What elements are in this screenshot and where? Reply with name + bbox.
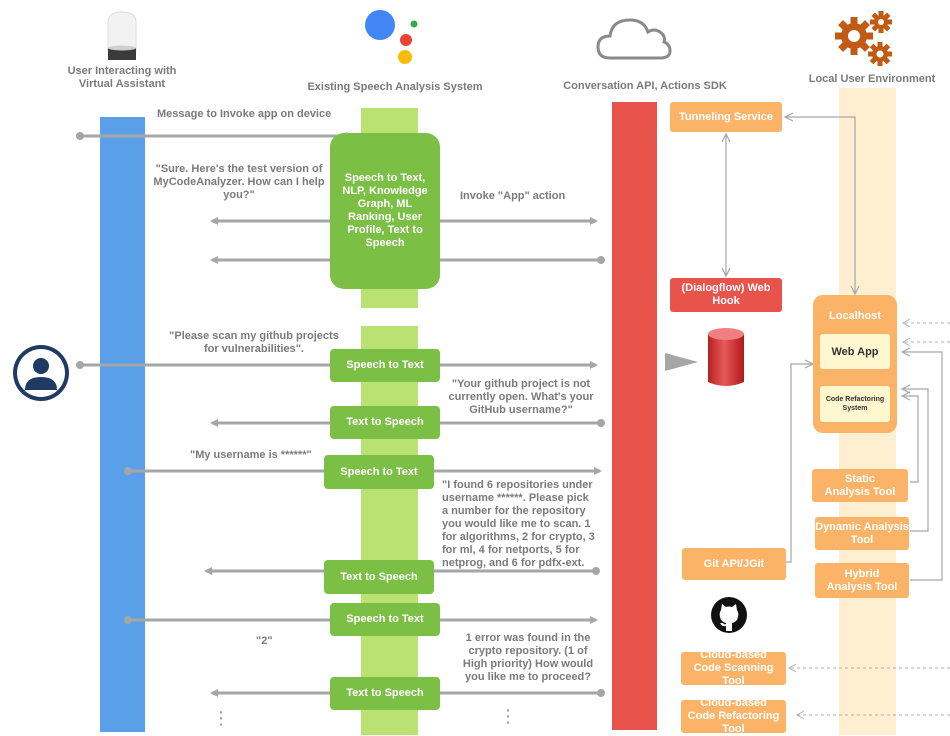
message-choice-answer: "2" <box>256 635 273 647</box>
continuation-dots-left: ⋮ <box>212 708 230 729</box>
message-username-question: "Your github project is not currently op… <box>448 378 594 416</box>
message-repos-question: "I found 6 repositories under username *… <box>442 479 595 569</box>
webhook-box: (Dialogflow) Web Hook <box>670 278 782 312</box>
assistant-dots-icon <box>365 10 418 64</box>
message-sure-response: "Sure. Here's the test version of MyCode… <box>153 163 325 201</box>
message-invoke-action: Invoke "App" action <box>460 190 566 202</box>
tunneling-service-box: Tunneling Service <box>670 102 782 132</box>
header-local-environment: Local User Environment <box>808 73 936 85</box>
message-username-answer: "My username is ******" <box>190 449 312 461</box>
speech-to-text-box-1: Speech to Text <box>330 349 440 382</box>
message-invoke-app: Message to Invoke app on device <box>157 108 332 120</box>
text-to-speech-box-3: Text to Speech <box>330 677 440 710</box>
speech-to-text-box-2: Speech to Text <box>324 455 434 489</box>
speech-to-text-box-3: Speech to Text <box>330 603 440 636</box>
arrow-to-database <box>665 353 698 371</box>
web-app-box: Web App <box>820 334 890 369</box>
user-lane <box>100 117 145 732</box>
continuation-dots-right: ⋮ <box>499 706 517 727</box>
cloud-scanning-tool-box: Cloud-based Code Scanning Tool <box>681 649 786 687</box>
speech-pipeline-box: Speech to Text, NLP, Knowledge Graph, ML… <box>330 133 440 289</box>
localhost-label: Localhost <box>829 310 881 322</box>
message-error-report: 1 error was found in the crypto reposito… <box>462 632 594 683</box>
header-conversation-api: Conversation API, Actions SDK <box>563 80 727 92</box>
header-user: User Interacting with Virtual Assistant <box>67 65 177 90</box>
smart-speaker-icon <box>107 11 137 60</box>
code-refactoring-system-box: Code Refactoring System <box>820 386 890 422</box>
git-api-box: Git API/JGit <box>682 548 786 580</box>
cloud-icon <box>596 18 672 60</box>
gears-icon <box>835 11 892 66</box>
header-speech-system: Existing Speech Analysis System <box>307 81 483 93</box>
database-icon <box>708 328 744 386</box>
text-to-speech-box-1: Text to Speech <box>330 406 440 439</box>
user-icon <box>13 345 69 401</box>
cloud-refactoring-tool-box: Cloud-based Code Refactoring Tool <box>681 697 786 735</box>
text-to-speech-box-2: Text to Speech <box>324 560 434 594</box>
speech-lane-bottom <box>361 326 418 735</box>
message-scan-request: "Please scan my github projects for vuln… <box>169 330 339 355</box>
conversation-lane <box>612 102 657 730</box>
dynamic-analysis-tool-box: Dynamic Analysis Tool <box>815 517 909 550</box>
github-icon <box>711 597 747 633</box>
static-analysis-tool-box: Static Analysis Tool <box>812 469 908 502</box>
hybrid-analysis-tool-box: Hybrid Analysis Tool <box>815 563 909 598</box>
